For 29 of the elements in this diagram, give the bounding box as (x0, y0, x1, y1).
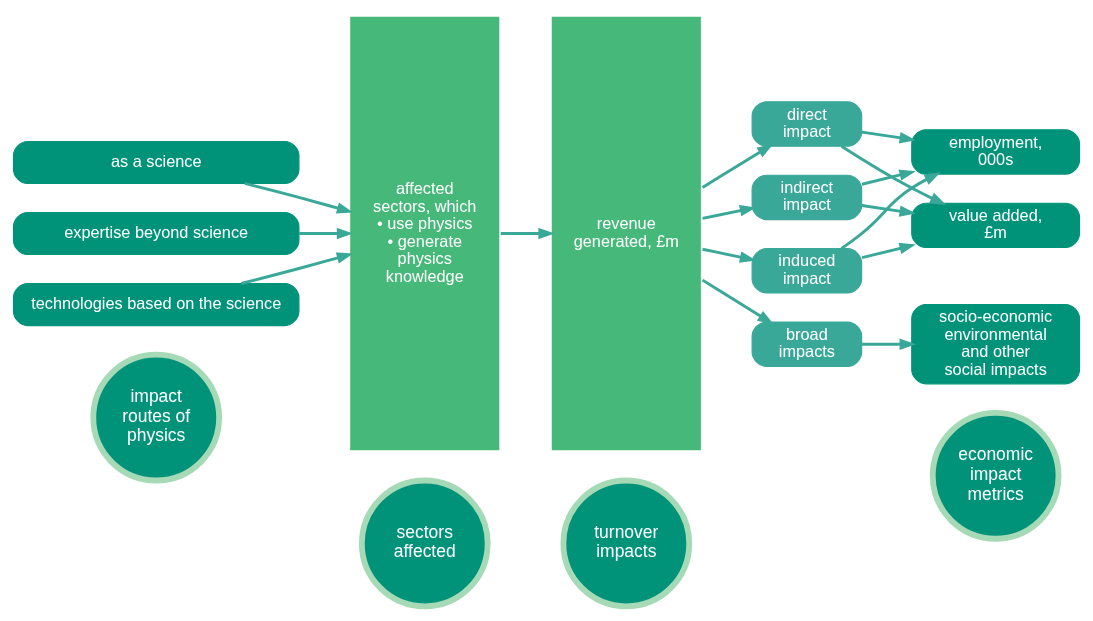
arrow (701, 143, 774, 189)
node-box: indirect impact (751, 174, 863, 220)
arrow (861, 168, 916, 186)
node-circle: impact routes of physics (90, 351, 223, 483)
node-box: revenue generated, £m (549, 14, 704, 453)
arrow (240, 251, 354, 285)
node-box: affected sectors, which • use physics • generate physics knowledge (347, 14, 502, 453)
node-box: broad impacts (751, 321, 863, 367)
arrow (861, 242, 916, 259)
node-circle: economic impact metrics (929, 409, 1062, 542)
arrow (244, 181, 354, 214)
arrow (861, 337, 916, 350)
arrow (701, 278, 774, 324)
arrow (861, 203, 916, 217)
arrow (299, 227, 354, 239)
arrow (840, 171, 941, 250)
node-box: induced impact (751, 247, 863, 294)
node-box: socio-economic environmental and other social impacts (911, 303, 1081, 384)
arrow (840, 144, 947, 205)
node-circle: sectors affected (358, 477, 491, 609)
arrow (500, 227, 555, 239)
node-box: as a science (12, 140, 300, 184)
node-circle: turnover impacts (560, 477, 693, 609)
arrow (861, 130, 916, 143)
node-box: direct impact (751, 100, 863, 147)
node-box: employment, 000s (911, 128, 1081, 175)
node-box: expertise beyond science (12, 211, 300, 255)
node-box: value added, £m (911, 202, 1081, 248)
node-box: technologies based on the science (12, 282, 300, 326)
